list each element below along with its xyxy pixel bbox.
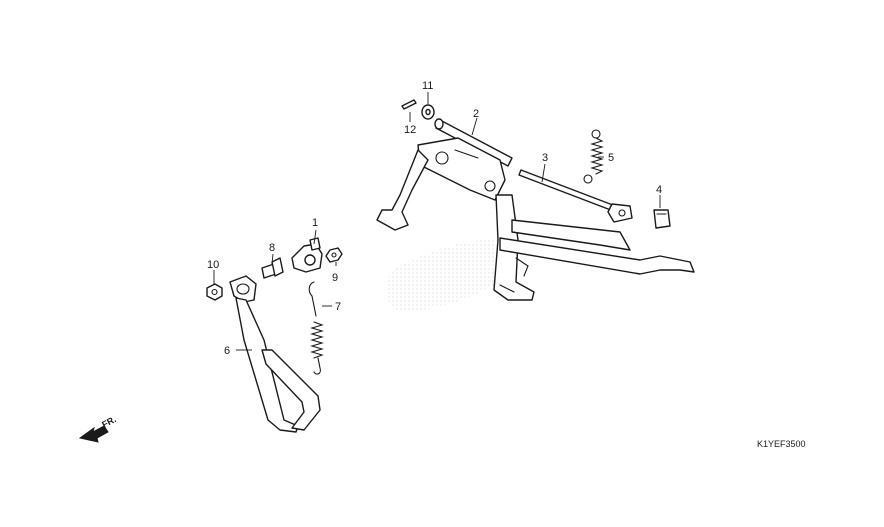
callout-4: 4 — [656, 184, 662, 196]
pivot-bracket[interactable] — [291, 237, 323, 273]
callout-10: 10 — [207, 259, 219, 271]
side-stand-spring[interactable] — [308, 281, 324, 375]
cotter-pin[interactable] — [401, 99, 417, 110]
callout-5: 5 — [608, 152, 614, 164]
leader-lines — [213, 92, 661, 351]
main-stand[interactable] — [376, 118, 695, 301]
bushing[interactable] — [653, 209, 671, 229]
front-arrow-label: FR. — [100, 414, 117, 430]
callout-8: 8 — [269, 242, 275, 254]
callout-9: 9 — [332, 272, 338, 284]
small-nut[interactable] — [325, 247, 343, 263]
shadow-shading — [385, 239, 520, 312]
pivot-bolt[interactable] — [261, 257, 284, 279]
callout-3: 3 — [542, 152, 548, 164]
stand-shaft[interactable] — [518, 169, 633, 223]
side-stand[interactable] — [229, 275, 321, 433]
callout-2: 2 — [473, 108, 479, 120]
callout-1: 1 — [312, 217, 318, 229]
callout-12: 12 — [404, 124, 416, 136]
callout-7: 7 — [335, 301, 341, 313]
callouts: 1 2 3 4 5 6 7 8 9 10 11 12 — [207, 80, 662, 357]
front-arrow-icon: FR. — [78, 414, 118, 443]
hex-nut[interactable] — [206, 283, 223, 301]
callout-6: 6 — [224, 345, 230, 357]
diagram-code: K1YEF3500 — [757, 439, 806, 449]
washer[interactable] — [421, 104, 435, 120]
stand-spring[interactable] — [583, 129, 604, 184]
callout-11: 11 — [422, 80, 433, 92]
